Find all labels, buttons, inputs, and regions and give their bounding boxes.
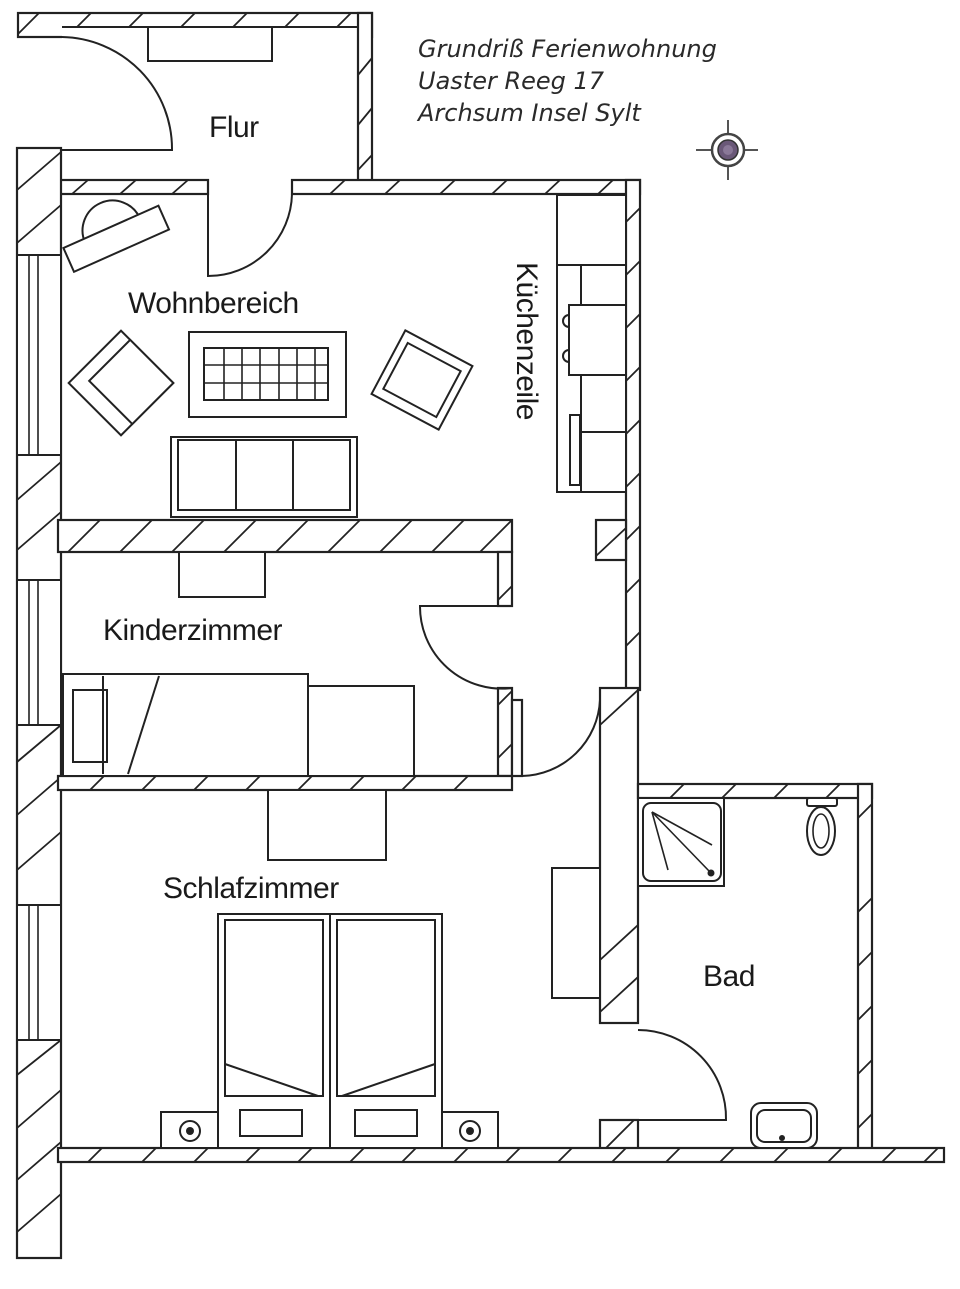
wall-flur-right [356, 11, 374, 185]
toilet-icon [806, 797, 838, 856]
room-label-flur: Flur [209, 111, 259, 144]
room-label-kuechenzeile: Küchenzeile [510, 262, 543, 420]
room-label-wohnbereich: Wohnbereich [128, 287, 299, 320]
title-line-3: Archsum Insel Sylt [416, 99, 642, 127]
wall-corridor-stub [594, 518, 628, 562]
shower-icon [637, 797, 725, 887]
wall-left-exterior [15, 146, 63, 1260]
sofa-icon [170, 436, 358, 518]
coffee-table-icon [188, 331, 347, 418]
room-label-bad: Bad [703, 960, 755, 993]
schlaf-dresser [267, 789, 387, 861]
schlaf-wardrobe [551, 867, 601, 999]
kinder-shelf [307, 685, 415, 777]
wall-kinder-right-lower [496, 686, 524, 778]
wall-flur-bottom-left [58, 178, 210, 196]
wall-kinder-right-upper [496, 550, 514, 608]
wall-kinder-schlaf [56, 774, 514, 792]
kitchen-counter-icon [556, 194, 627, 493]
room-label-kinderzimmer: Kinderzimmer [103, 614, 283, 647]
title-line-1: Grundriß Ferienwohnung [418, 35, 717, 63]
wall-right-exterior [624, 178, 642, 692]
wall-bad-right [856, 782, 874, 1152]
wall-bad-top [636, 782, 874, 800]
flur-wardrobe [147, 26, 273, 62]
door-flur-wohn-icon [207, 193, 293, 278]
wall-top-kitchen [290, 178, 642, 196]
plan-title: Grundriß Ferienwohnung Uaster Reeg 17 Ar… [416, 35, 717, 127]
armchair-right-icon [370, 329, 474, 431]
wall-schlaf-bad [598, 686, 640, 1152]
wall-wohn-kinder [56, 518, 514, 554]
door-bad-icon [637, 1029, 728, 1121]
title-line-2: Uaster Reeg 17 [418, 67, 605, 95]
double-bed-icon [217, 913, 443, 1149]
compass-rose-icon [696, 120, 758, 180]
sink-icon [750, 1102, 818, 1149]
armchair-left-icon [67, 329, 175, 437]
desk-with-chair-icon [62, 199, 171, 274]
kinder-bed-icon [62, 673, 309, 777]
kinder-desk [178, 551, 266, 598]
door-kinderzimmer-icon [418, 605, 513, 690]
nightstand-right-icon [441, 1111, 499, 1149]
room-label-schlafzimmer: Schlafzimmer [163, 872, 339, 905]
nightstand-left-icon [160, 1111, 219, 1149]
wall-bottom-exterior [56, 1146, 946, 1164]
door-schlafzimmer-icon [521, 699, 601, 777]
entrance-door-icon [61, 36, 174, 151]
